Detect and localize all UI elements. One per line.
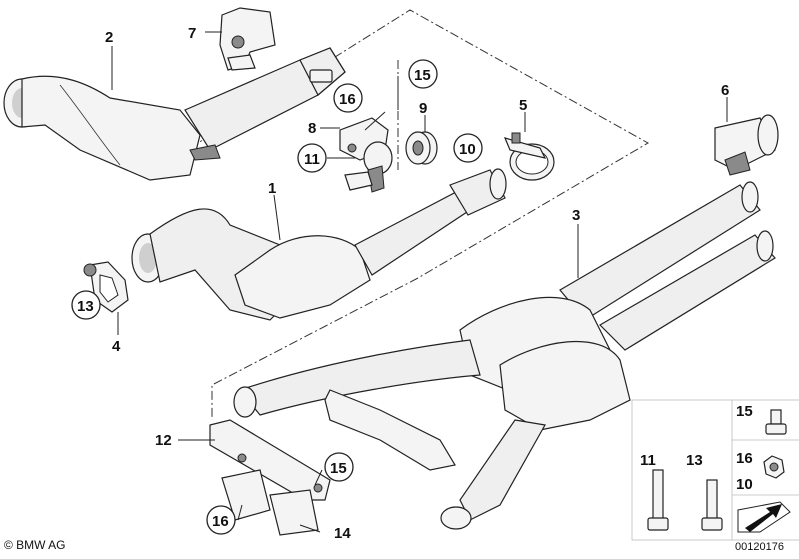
callout-1: 1 [268, 180, 276, 197]
copyright-brand: © BMW AG [4, 538, 66, 552]
callout-11: 11 [304, 151, 320, 168]
hanger-bracket-part-12 [209, 389, 456, 536]
callout-16: 16 [339, 91, 356, 108]
callout-circle-11 [297, 143, 327, 173]
arrow-icon [737, 501, 791, 533]
sealing-ring-part-9 [405, 131, 438, 165]
legend-label-15: 15 [736, 403, 753, 420]
callout-8: 8 [308, 120, 316, 137]
fastener-legend [631, 399, 799, 541]
callout-4: 4 [112, 338, 121, 355]
callout-16b: 16 [212, 513, 229, 530]
legend-label-11: 11 [640, 452, 656, 469]
callout-circle-10 [453, 133, 483, 163]
callout-15: 15 [414, 67, 431, 84]
callout-13: 13 [77, 298, 94, 315]
callout-circle-16b [206, 505, 236, 535]
leader-lines [111, 31, 728, 533]
callout-3: 3 [572, 207, 580, 224]
callout-10: 10 [459, 141, 476, 158]
callout-circle-15 [408, 59, 438, 89]
nut-icon [763, 455, 785, 479]
rear-exhaust-pipe-part-3 [233, 181, 776, 530]
bracket-part-7 [219, 7, 276, 71]
clamp-part-5 [503, 132, 555, 181]
callout-2: 2 [105, 29, 113, 46]
callout-15b: 15 [330, 460, 347, 477]
callouts: 2 7 1 3 5 6 9 8 4 12 14 15 16 11 10 13 1… [71, 25, 753, 542]
diagram-code: 00120176 [735, 541, 784, 553]
long-bolt-11-icon [647, 469, 669, 531]
sensor-bracket-part-8 [339, 117, 393, 193]
callout-5: 5 [519, 97, 527, 114]
catalytic-converter-pipe-1 [131, 168, 507, 321]
callout-14: 14 [334, 525, 351, 542]
callout-9: 9 [419, 100, 427, 117]
legend-label-13: 13 [686, 452, 703, 469]
bolt-icon [765, 409, 787, 435]
legend-label-10: 10 [736, 476, 753, 493]
callout-7: 7 [188, 25, 196, 42]
callout-circle-15b [324, 452, 354, 482]
callout-circle-16 [333, 83, 363, 113]
callout-6: 6 [721, 82, 729, 99]
catalytic-converter-front [3, 47, 346, 181]
legend-label-16: 16 [736, 450, 753, 467]
long-bolt-13-icon [701, 479, 723, 531]
callout-12: 12 [155, 432, 172, 449]
callout-circle-13 [71, 290, 101, 320]
clamp-sleeve-part-6 [714, 114, 779, 176]
